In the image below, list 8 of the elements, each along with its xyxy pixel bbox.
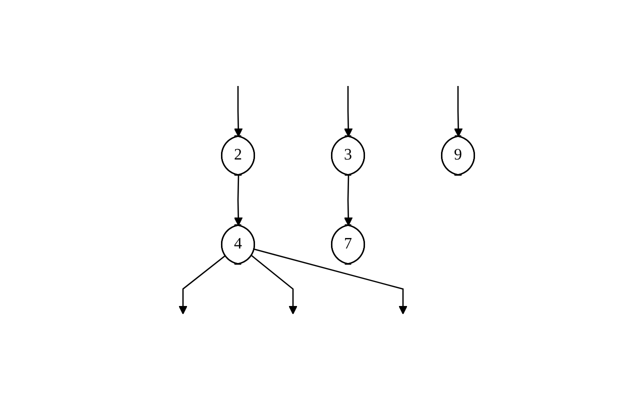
arrow	[233, 86, 242, 137]
arrow	[254, 248, 407, 314]
arrow	[453, 86, 462, 137]
arrow	[343, 86, 352, 137]
arrow	[250, 255, 297, 314]
arrow	[233, 175, 242, 226]
arrow	[178, 255, 226, 314]
arrow	[343, 175, 352, 226]
